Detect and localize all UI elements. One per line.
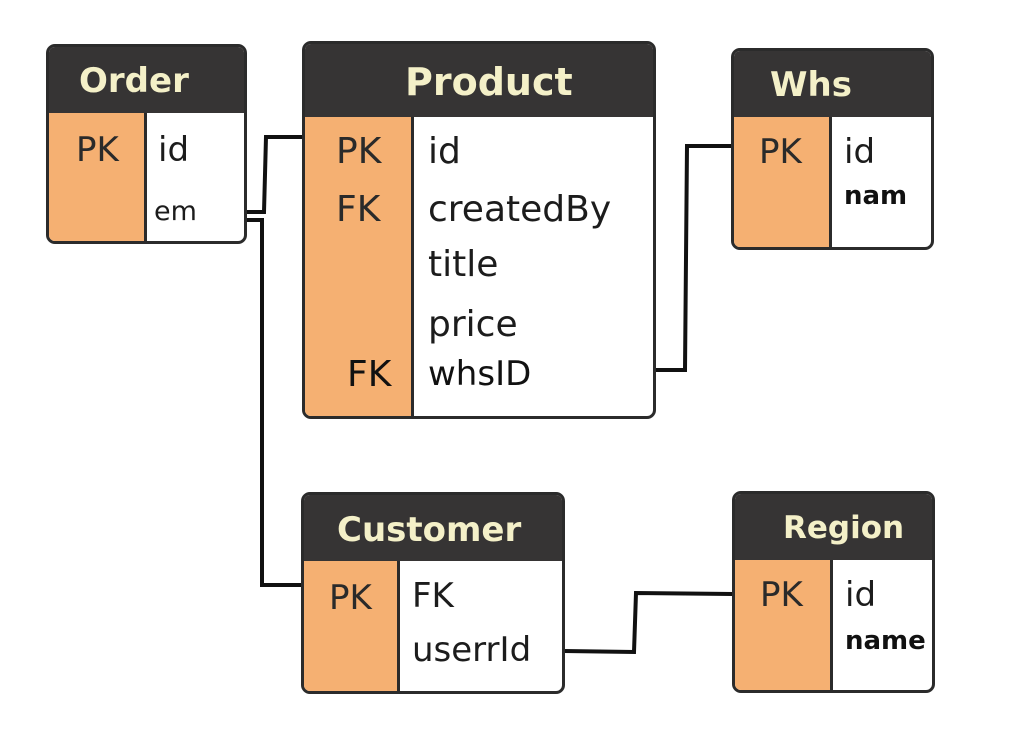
field-whsid: whsID xyxy=(428,354,532,394)
field-createdby: createdBy xyxy=(428,189,612,230)
key-column: PK xyxy=(735,560,833,690)
field-column: id em xyxy=(147,113,244,241)
field-userrid: userrId xyxy=(412,630,532,670)
entity-body-whs: PK id nam xyxy=(734,117,931,247)
field-id: id xyxy=(428,131,461,172)
entity-customer[interactable]: Customer PK FK userrId xyxy=(301,492,565,694)
entity-body-order: PK id em xyxy=(49,113,244,241)
entity-title-whs: Whs xyxy=(734,51,931,117)
field-em: em xyxy=(154,196,197,227)
entity-product[interactable]: Product PK FK FK id createdBy title pric… xyxy=(302,41,656,419)
entity-title-region: Region xyxy=(735,494,932,560)
field-price: price xyxy=(428,304,518,345)
key-column: PK xyxy=(734,117,832,247)
relationship-order-customer xyxy=(244,218,302,587)
relationship-customer-region xyxy=(563,590,734,655)
entity-title-customer: Customer xyxy=(304,495,562,561)
key-column: PK FK FK xyxy=(305,117,414,416)
primary-key-label: PK xyxy=(336,131,382,172)
foreign-key-label: FK xyxy=(347,354,392,395)
primary-key-label: PK xyxy=(329,578,372,618)
foreign-key-label: FK xyxy=(336,189,381,230)
entity-order[interactable]: Order PK id em xyxy=(46,44,247,244)
field-name: name xyxy=(845,626,926,656)
key-column: PK xyxy=(304,561,400,691)
field-column: FK userrId xyxy=(400,561,562,691)
field-column: id createdBy title price whsID xyxy=(414,117,653,416)
entity-body-product: PK FK FK id createdBy title price whsID xyxy=(305,117,653,416)
field-id: id xyxy=(844,132,876,172)
field-nam: nam xyxy=(844,181,908,211)
primary-key-label: PK xyxy=(76,130,119,170)
relationship-product-whs xyxy=(655,144,731,372)
primary-key-label: PK xyxy=(760,575,803,615)
relationship-order-product xyxy=(244,135,303,214)
field-id: id xyxy=(845,575,877,615)
entity-title-order: Order xyxy=(49,47,244,113)
field-column: id name xyxy=(833,560,932,690)
entity-whs[interactable]: Whs PK id nam xyxy=(731,48,934,250)
primary-key-label: PK xyxy=(759,132,802,172)
entity-region[interactable]: Region PK id name xyxy=(732,491,935,693)
entity-title-product: Product xyxy=(305,44,653,117)
entity-body-region: PK id name xyxy=(735,560,932,690)
key-column: PK xyxy=(49,113,147,241)
field-title: title xyxy=(428,244,499,285)
entity-body-customer: PK FK userrId xyxy=(304,561,562,691)
field-fk: FK xyxy=(412,576,454,616)
field-column: id nam xyxy=(832,117,931,247)
field-id: id xyxy=(158,130,190,170)
